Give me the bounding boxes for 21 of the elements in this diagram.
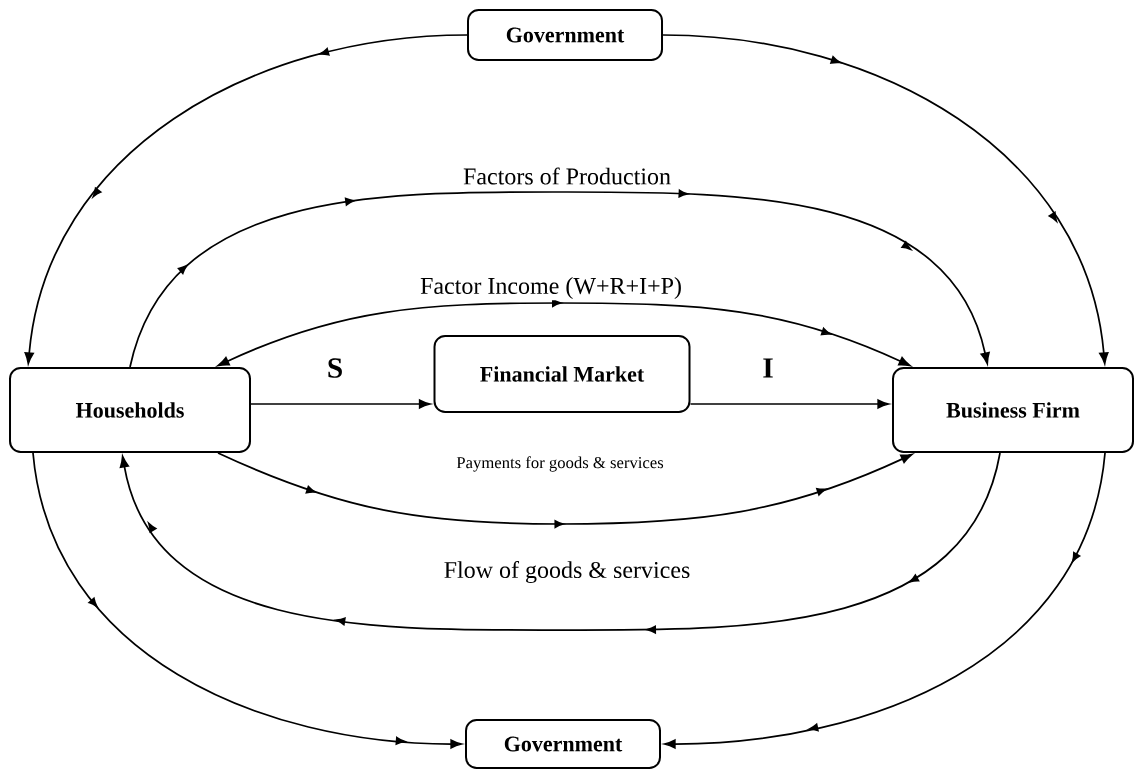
arrow — [250, 399, 431, 409]
edge-label: Payments for goods & services — [455, 455, 666, 473]
edge-label: S — [325, 356, 345, 380]
financial-market-box: Financial Market — [433, 335, 691, 413]
arrow — [24, 34, 468, 365]
arrow — [217, 452, 913, 529]
arrow — [662, 34, 1109, 365]
arrow — [217, 299, 911, 367]
arrow — [129, 189, 990, 368]
edge-label: Factors of Production — [461, 166, 673, 186]
edge-label: Factor Income (W+R+I+P) — [418, 275, 684, 301]
edge-label: Flow of goods & services — [442, 559, 692, 585]
arrow — [119, 452, 1001, 634]
households-box: Households — [9, 367, 251, 453]
arrow — [689, 399, 890, 409]
business-firm-box: Business Firm — [892, 367, 1134, 453]
government-box: Government — [467, 9, 663, 61]
arrow — [32, 452, 463, 749]
government-box: Government — [465, 719, 661, 769]
edge-label: I — [760, 357, 776, 379]
arrow — [663, 452, 1106, 749]
